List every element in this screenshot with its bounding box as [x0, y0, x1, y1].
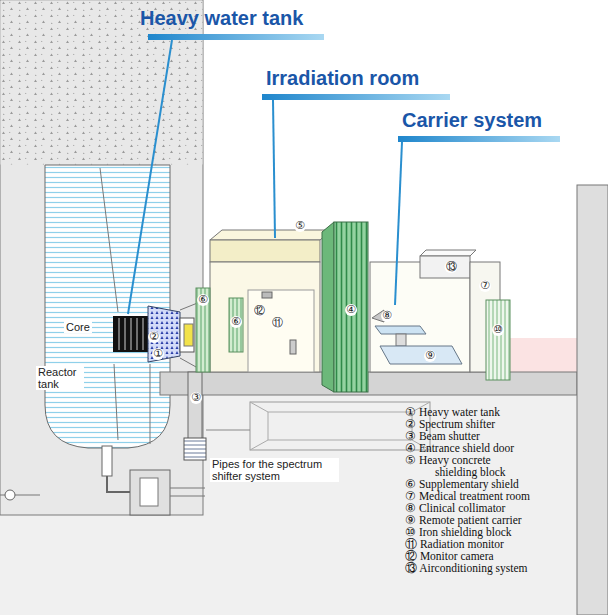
part-label: Reactor tank: [36, 366, 84, 390]
callout-bar: [262, 94, 450, 100]
pipe-box: [140, 478, 158, 506]
callout-bar: [148, 34, 324, 40]
inner-room: [248, 290, 314, 372]
fuel-lines: [119, 318, 143, 350]
callout-title: Irradiation room: [266, 66, 419, 90]
basement-pipe: [206, 430, 250, 431]
beam-shutter: [184, 438, 206, 460]
pipe: [102, 446, 112, 476]
shield-door-side: [322, 222, 334, 392]
key-entry: ⑬ Airconditioning system: [405, 562, 530, 574]
callout-bar: [398, 136, 560, 142]
basement-room: [250, 402, 430, 450]
key-entry: ⑪ Radiation monitor: [405, 538, 530, 550]
reactor-tank-wall: [100, 168, 150, 444]
airconditioning-unit: [420, 256, 470, 278]
callout-number: ⑥: [230, 316, 242, 328]
heavy-water-tank: [148, 306, 180, 362]
pipe-elbow: [107, 476, 130, 492]
key-entry: ⑫ Monitor camera: [405, 550, 530, 562]
supplementary-shield: [196, 288, 210, 372]
aircon-top: [420, 250, 476, 256]
callout-number: ②: [148, 331, 160, 343]
bed-stand: [396, 334, 406, 346]
spectrum-shifter: [180, 318, 194, 352]
iron-shielding-block: [486, 300, 510, 380]
monitor-camera: [262, 292, 272, 298]
right-wall: [577, 185, 608, 615]
patient-carrier: [380, 346, 462, 364]
key-entry: ③ Beam shutter: [405, 430, 530, 442]
core: [113, 316, 148, 352]
callout-number: ⑬: [445, 261, 458, 273]
key-entry: ⑩ Iron shielding block: [405, 526, 530, 538]
part-label: Core: [64, 321, 92, 333]
shield-block-top: [210, 230, 332, 240]
key-entry: ⑧ Clinical collimator: [405, 502, 530, 514]
pipe-chamber: [130, 470, 170, 515]
heavy-concrete-block: [210, 240, 320, 262]
reactor-concrete: [0, 0, 203, 515]
shifter-pipes: [170, 488, 205, 496]
leader-line: [128, 40, 172, 314]
callout-number: ⑦: [479, 280, 491, 292]
part-label: Pipes for the spectrum shifter system: [210, 458, 339, 482]
key-entry: ④ Entrance shield door: [405, 442, 530, 454]
radiation-monitor: [290, 340, 296, 354]
key-entry: ⑥ Supplementary shield: [405, 478, 530, 490]
callout-number: ③: [190, 392, 202, 404]
key-entry: ② Spectrum shifter: [405, 418, 530, 430]
callout-title: Carrier system: [402, 108, 542, 132]
callout-number: ⑪: [271, 317, 284, 329]
beam-shutter-shaft: [188, 372, 202, 440]
shifter-core: [184, 324, 193, 346]
callout-number: ⑥: [197, 294, 209, 306]
key-entry: ⑨ Remote patient carrier: [405, 514, 530, 526]
valve-symbol: [5, 490, 15, 500]
key-entry: ⑦ Medical treatment room: [405, 490, 530, 502]
callout-number: ⑩: [492, 324, 504, 336]
key-list: ① Heavy water tank② Spectrum shifter③ Be…: [405, 406, 530, 574]
callout-number: ④: [345, 304, 357, 316]
callout-number: ⑨: [424, 350, 436, 362]
callout-number: ⑫: [253, 305, 266, 317]
entrance-shield-door: [334, 222, 368, 392]
callout-number: ⑤: [294, 220, 306, 232]
patient-bed: [375, 326, 426, 334]
key-entry: ⑤ Heavy concrete shielding block: [405, 454, 520, 478]
leader-line: [395, 142, 402, 305]
callout-title: Heavy water tank: [140, 6, 303, 30]
leader-line: [273, 100, 275, 238]
key-entry: ① Heavy water tank: [405, 406, 530, 418]
callout-number: ①: [152, 348, 164, 360]
supplementary-shield: [229, 298, 243, 352]
callout-number: ⑧: [381, 310, 393, 322]
basement-perspective: [250, 402, 430, 450]
irradiation-room: [210, 262, 320, 372]
